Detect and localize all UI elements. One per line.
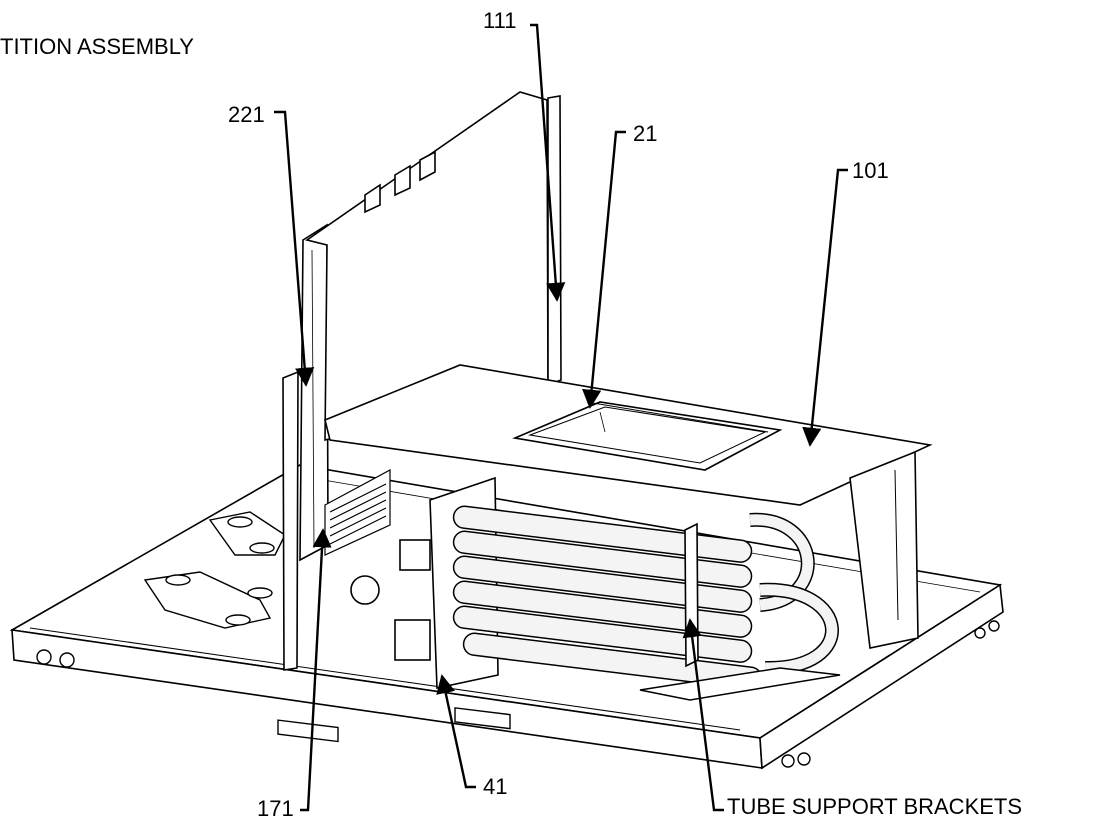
leader-111 <box>530 23 566 302</box>
callout-tube-support-brackets-label: TUBE SUPPORT BRACKETS <box>727 794 1023 819</box>
drawing-title: TITION ASSEMBLY <box>0 34 194 59</box>
callout-leaders <box>274 23 848 812</box>
left-partition <box>282 223 329 671</box>
callout-171-label: 171 <box>257 796 294 821</box>
vent-grille <box>324 468 391 556</box>
leader-101 <box>802 168 848 447</box>
leader-221 <box>274 110 315 387</box>
leader-171 <box>300 528 332 812</box>
right-bracket-plate <box>849 450 919 649</box>
base-knockouts <box>36 620 1000 768</box>
leader-tube-support <box>682 618 724 812</box>
callout-111-label: 111 <box>483 8 517 33</box>
base-pads <box>143 511 286 629</box>
leader-41 <box>436 674 476 789</box>
leader-21 <box>582 130 626 409</box>
top-deck-plate <box>324 364 933 506</box>
heat-exchanger-tubes <box>452 505 841 701</box>
callout-41-label: 41 <box>483 774 508 799</box>
tube-support-bracket <box>684 522 699 668</box>
callout-101-label: 101 <box>852 158 889 183</box>
callout-221-label: 221 <box>228 102 265 127</box>
callout-21-label: 21 <box>633 121 658 146</box>
